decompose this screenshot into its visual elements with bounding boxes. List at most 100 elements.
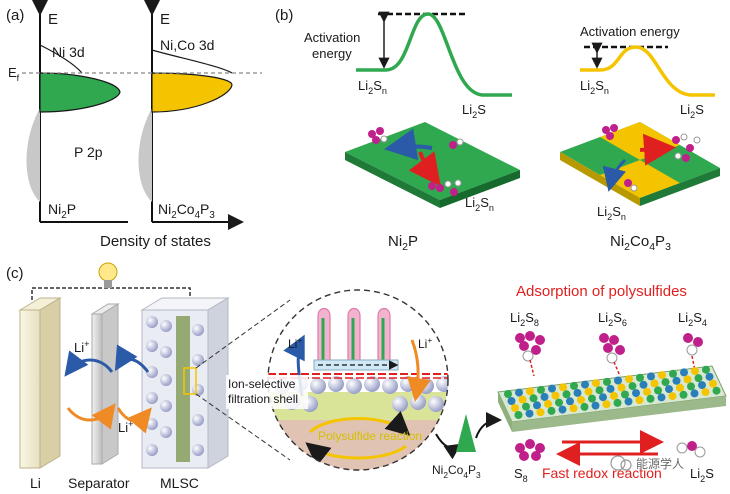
lattice-atom xyxy=(570,381,578,390)
zoom-callout-bottom xyxy=(195,393,291,461)
li2s6-molecule-icon xyxy=(599,333,625,377)
right-e-label: E xyxy=(160,11,170,28)
s8-molecule-icon xyxy=(515,439,545,461)
reaction-arrow-bottom xyxy=(305,442,407,467)
lattice-atom xyxy=(709,379,717,388)
lattice-atom xyxy=(657,393,666,402)
li-label: Li xyxy=(30,475,41,491)
polysulfide-cluster-icon xyxy=(368,127,464,149)
mlsc-label: MLSC xyxy=(160,475,199,491)
right-activation-label: Activation energy xyxy=(580,24,680,39)
panel-b-label: (b) xyxy=(275,7,293,24)
panel-b: (b) Activation energy Li2Sn Li2S Activat… xyxy=(275,7,720,253)
left-activation-label-2: energy xyxy=(312,46,352,61)
lattice-atom xyxy=(602,400,611,409)
li2s4-molecule-icon xyxy=(683,333,703,377)
channel-walls xyxy=(321,318,385,360)
catalyst-to-lattice-arrow xyxy=(475,412,502,439)
mlsc-cathode-side xyxy=(207,297,229,469)
zoom-li-arrow-right xyxy=(407,339,431,402)
fermi-label: Ef xyxy=(8,65,20,83)
nico3d-label: Ni,Co 3d xyxy=(160,37,214,53)
left-energy-profile xyxy=(356,12,512,97)
catalyst-cone-icon xyxy=(456,414,476,452)
lattice-atom xyxy=(702,365,710,374)
ni2co4p3-red-arrow xyxy=(639,133,676,166)
lattice-atom xyxy=(562,390,571,399)
panel-a-label: (a) xyxy=(6,7,24,24)
dos-axis-label: Density of states xyxy=(100,233,211,250)
lattice-atom xyxy=(525,409,534,418)
lattice-atom xyxy=(558,405,567,414)
li2s-molecule-icon xyxy=(676,441,706,458)
filtration-label-2: filtration shell xyxy=(228,392,298,406)
panel-a: (a) E E Ef Ni 3d Ni,Co 3d P 2p Ni2P Ni2C… xyxy=(6,0,262,250)
lattice-atom xyxy=(635,396,644,405)
lattice-atom xyxy=(547,406,556,415)
li-ion-label-bottom: Li+ xyxy=(118,419,133,435)
lattice-atom xyxy=(599,393,607,402)
watermark-text: 能源学人 xyxy=(636,456,684,471)
lattice-atom xyxy=(687,382,695,391)
ni2co4p3-blue-arrow xyxy=(602,158,627,192)
zoom-to-catalyst-arrow xyxy=(435,433,462,460)
lattice-atom xyxy=(522,402,530,411)
ni2co4p3-slab-side-1 xyxy=(560,152,640,206)
lattice-atom xyxy=(515,388,523,397)
lattice-atom xyxy=(617,383,626,392)
lattice-atom xyxy=(672,376,681,385)
lattice-atom xyxy=(533,401,541,410)
lattice-atom xyxy=(669,369,677,378)
right-p2p-band xyxy=(138,108,152,202)
lattice-atom xyxy=(566,397,574,406)
lattice-atom xyxy=(679,390,688,399)
right-energy-profile xyxy=(580,45,715,97)
lattice-atom xyxy=(691,367,699,376)
separator-label: Separator xyxy=(68,475,130,491)
lattice-atom xyxy=(555,398,563,407)
lattice-atom xyxy=(694,374,703,383)
li-ion-label-top: Li+ xyxy=(74,339,89,355)
lattice-atom xyxy=(569,404,578,413)
lattice-atom xyxy=(529,394,538,403)
lattice-atom xyxy=(573,388,582,397)
lattice-atom xyxy=(680,368,688,377)
li-electrode xyxy=(19,309,41,469)
li2s-cluster-icon xyxy=(428,179,462,196)
polysulfide-reaction-label: Polysulfide reaction xyxy=(318,429,422,443)
li-ion-arrow-right-2 xyxy=(116,407,152,434)
ni2p-slab-side-1 xyxy=(345,152,440,208)
lattice-atom xyxy=(712,386,721,395)
zoom-li-label-left: Li+ xyxy=(288,335,302,351)
lattice-atom xyxy=(591,401,600,410)
ni2co4p3-label-b: Ni2Co4P3 xyxy=(610,233,671,253)
lattice-atom xyxy=(548,384,556,393)
ni2co4p3-slab-side-2 xyxy=(640,168,720,206)
lattice-atom xyxy=(701,388,710,397)
lattice-atom xyxy=(606,384,615,393)
left-li2s-end: Li2S xyxy=(462,102,486,120)
lattice-atom xyxy=(658,371,666,380)
lattice-atom xyxy=(504,390,512,398)
lattice-atom xyxy=(676,383,684,392)
catalyst-label: Ni2Co4P3 xyxy=(432,463,481,480)
zoom-li-label-right: Li+ xyxy=(418,335,432,351)
polysulfide-cluster-icon-right xyxy=(602,124,701,192)
lattice-atom xyxy=(614,376,622,385)
li2s8-label: Li2S8 xyxy=(510,310,539,328)
p2p-label: P 2p xyxy=(74,144,103,160)
filtration-label-bg xyxy=(226,375,308,409)
lattice-atom xyxy=(646,394,655,403)
lattice-atom xyxy=(537,385,545,394)
zoom-callout-top xyxy=(195,299,291,369)
left-activation-label-1: Activation xyxy=(304,30,360,45)
ni2co4p3-label-a: Ni2Co4P3 xyxy=(158,201,215,221)
filtration-label-1: Ion-selective xyxy=(228,377,296,391)
separator xyxy=(91,313,103,465)
catalyst-lattice xyxy=(497,365,727,432)
lattice-atom xyxy=(654,386,662,395)
lattice-atom xyxy=(624,397,633,406)
lattice-atom xyxy=(584,387,593,396)
